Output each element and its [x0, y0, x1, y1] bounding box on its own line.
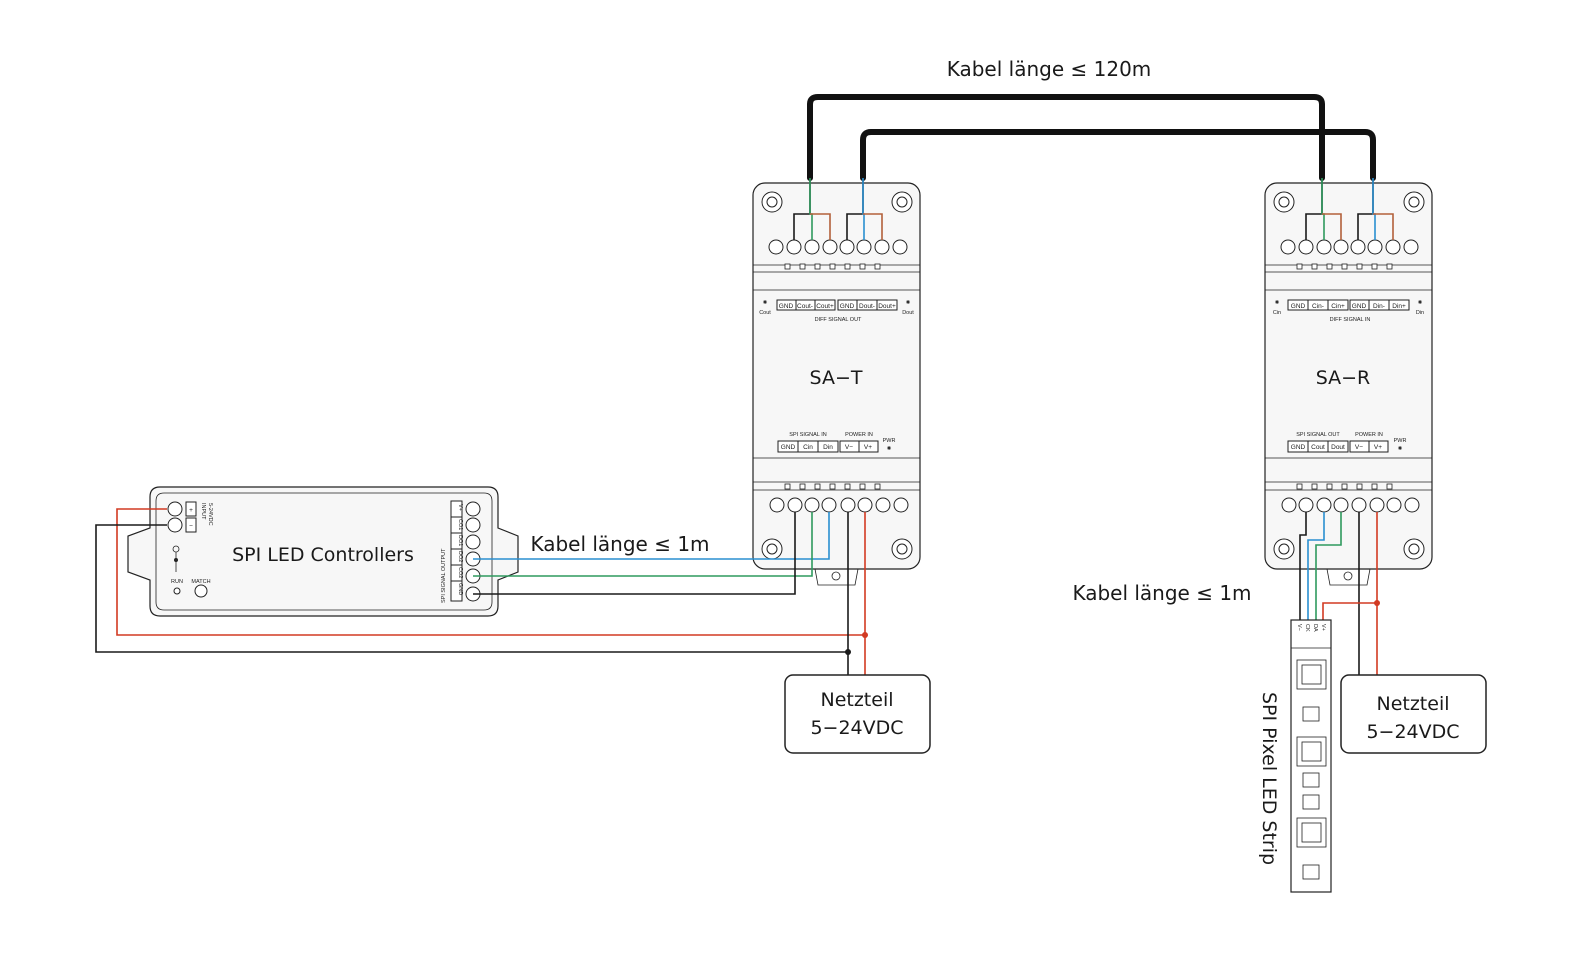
sa-r-top-wires — [1305, 178, 1394, 240]
svg-text:Cin-: Cin- — [1312, 303, 1324, 310]
svg-text:DO2: DO2 — [457, 551, 463, 562]
right-wires — [1299, 512, 1380, 675]
svg-text:Cin: Cin — [803, 444, 813, 451]
sa-t-top-pin-labels: GND Cout- Cout+ GND Dout- Dout+ — [776, 299, 898, 311]
svg-text:CK: CK — [1304, 624, 1310, 632]
svg-text:V+: V+ — [457, 504, 463, 511]
sa-t-pin: Dout+ — [878, 303, 896, 310]
svg-text:V−: V− — [1355, 444, 1363, 451]
controller-input-label: INPUT — [200, 503, 206, 520]
svg-text:Din+: Din+ — [1392, 303, 1406, 310]
svg-text:Din: Din — [823, 444, 833, 451]
svg-text:DO1: DO1 — [457, 535, 463, 546]
sa-r-name: SA−R — [1316, 367, 1371, 389]
controller-match: MATCH — [191, 579, 210, 585]
sa-r-top-pin-labels: GND Cin- Cin+ GND Din- Din+ — [1287, 299, 1410, 311]
svg-text:V+: V+ — [1320, 624, 1326, 631]
svg-text:DA: DA — [1312, 624, 1318, 632]
psu-right-line2: 5−24VDC — [1366, 721, 1459, 743]
sa-t-pin: Cout+ — [816, 303, 834, 310]
led-icon: ✺ — [1418, 299, 1423, 306]
svg-text:GND: GND — [781, 444, 796, 451]
controller-minus: − — [189, 523, 193, 530]
sa-t-pin: Dout- — [859, 303, 875, 310]
cable-length-label-long: Kabel länge ≤ 120m — [947, 57, 1152, 81]
controller-title: SPI LED Controllers — [232, 544, 414, 566]
svg-text:GND: GND — [457, 583, 463, 595]
sa-t-signal-caption: SPI SIGNAL IN — [789, 432, 826, 438]
led-icon: ✺ — [763, 299, 768, 306]
controller-plus: + — [189, 507, 193, 514]
sa-t-dout-led: Dout — [902, 310, 914, 316]
sa-t-pin: GND — [779, 303, 794, 310]
sa-r-top-caption: DIFF SIGNAL IN — [1330, 317, 1371, 323]
svg-text:Cin+: Cin+ — [1331, 303, 1345, 310]
led-icon: ✺ — [887, 445, 892, 452]
psu-right-line1: Netzteil — [1376, 693, 1449, 715]
psu-left-line2: 5−24VDC — [810, 717, 903, 739]
sa-t-module: GND Cout- Cout+ GND Dout- Dout+ ✺ Cout ✺… — [752, 182, 921, 586]
svg-text:V+: V+ — [864, 444, 872, 451]
led-strip-title: SPI Pixel LED Strip — [1258, 692, 1280, 865]
controller-input-voltage: 5-24VDC — [207, 503, 213, 526]
led-icon: ✺ — [906, 299, 911, 306]
svg-text:CO2: CO2 — [457, 567, 463, 578]
cable-length-label-right: Kabel länge ≤ 1m — [1072, 581, 1251, 605]
sa-t-top-terminals — [768, 239, 908, 255]
svg-text:GND: GND — [1352, 303, 1367, 310]
sa-r-din-led: Din — [1416, 310, 1424, 316]
led-icon: ✺ — [1398, 445, 1403, 452]
svg-text:Din-: Din- — [1373, 303, 1385, 310]
svg-text:V+: V+ — [1374, 444, 1382, 451]
sa-r-signal-caption: SPI SIGNAL OUT — [1296, 432, 1340, 438]
sa-t-pwr: PWR — [883, 438, 896, 444]
sa-t-pin: GND — [840, 303, 855, 310]
led-pixel — [1296, 736, 1327, 767]
controller-output-label: SPI SIGNAL OUTPUT — [441, 548, 447, 603]
sa-r-cin-led: Cin — [1273, 310, 1281, 316]
led-strip: V− CK DA V+ — [1290, 619, 1332, 893]
sa-t-top-caption: DIFF SIGNAL OUT — [815, 317, 862, 323]
psu-left: Netzteil 5−24VDC — [784, 674, 931, 754]
sa-r-power-caption: POWER IN — [1355, 432, 1383, 438]
sa-r-bottom-terminals — [1281, 497, 1420, 513]
long-cable — [807, 94, 1376, 181]
sa-t-top-wires — [793, 178, 883, 240]
sa-t-pin: Cout- — [797, 303, 813, 310]
sa-t-power-caption: POWER IN — [845, 432, 873, 438]
svg-text:CO1: CO1 — [457, 519, 463, 530]
sa-t-cout-led: Cout — [759, 310, 771, 316]
svg-text:Dout: Dout — [1331, 444, 1345, 451]
sa-t-name: SA−T — [810, 367, 863, 389]
sa-r-bottom-pin-labels: GND Cout Dout V− V+ — [1287, 440, 1389, 453]
sa-r-top-terminals — [1280, 239, 1419, 255]
svg-text:GND: GND — [1291, 303, 1306, 310]
left-wires — [95, 508, 868, 675]
sa-r-module: GND Cin- Cin+ GND Din- Din+ ✺ Cin ✺ Din … — [1264, 182, 1433, 586]
spi-controller: + − INPUT 5-24VDC RUN MATCH SPI LED Cont… — [127, 486, 519, 617]
sa-r-pwr: PWR — [1394, 438, 1407, 444]
led-pixel — [1296, 817, 1327, 848]
cable-length-label-left: Kabel länge ≤ 1m — [530, 532, 709, 556]
controller-run: RUN — [171, 579, 183, 585]
sa-t-bottom-terminals — [769, 497, 909, 513]
sa-t-bottom-pin-labels: GND Cin Din V− V+ — [777, 440, 879, 453]
svg-text:Cout: Cout — [1311, 444, 1325, 451]
psu-left-line1: Netzteil — [820, 689, 893, 711]
led-icon: ✺ — [1275, 299, 1280, 306]
psu-right: Netzteil 5−24VDC — [1340, 674, 1487, 754]
svg-text:V−: V− — [1296, 624, 1302, 631]
svg-text:GND: GND — [1291, 444, 1306, 451]
svg-text:V−: V− — [845, 444, 853, 451]
led-pixel — [1296, 659, 1327, 690]
